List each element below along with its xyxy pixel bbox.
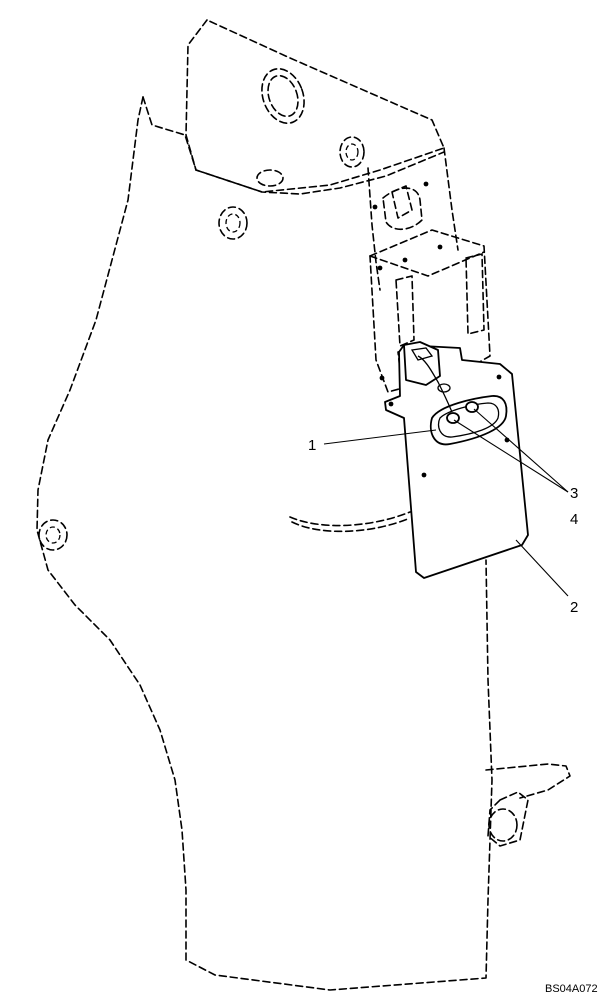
lower-latch-arm [485, 763, 571, 799]
hole-3 [377, 265, 383, 271]
leader-3-b [473, 408, 569, 493]
hole-1 [372, 204, 378, 210]
bracket-slot-left [395, 275, 415, 347]
panel-hole-large-inner [267, 74, 299, 118]
fastener-left [446, 412, 460, 424]
lanyard-ring [437, 383, 451, 393]
plate-hole-right [496, 374, 502, 380]
leader-3-a [453, 419, 569, 493]
cross-member-lower [291, 517, 411, 533]
upper-panel-fold [195, 151, 445, 195]
upper-rear-panel [185, 19, 445, 193]
leader-1 [323, 429, 437, 445]
phantom-structure [36, 19, 571, 991]
lower-latch-body [487, 791, 529, 847]
panel-hole-large [261, 68, 305, 124]
callout-3: 3 [570, 485, 578, 502]
plate-hole-low [421, 472, 427, 478]
hole-5 [437, 244, 443, 250]
grommet-upper-right-inner [345, 143, 359, 161]
lanyard-chain [417, 355, 453, 413]
callout-2: 2 [570, 599, 578, 616]
leader-lines [323, 408, 569, 597]
callouts: 1 3 4 2 [308, 437, 578, 616]
column-slot-main [382, 187, 423, 231]
hole-6 [379, 375, 385, 381]
item-1-handle [410, 347, 508, 446]
column-slot-upper [391, 185, 413, 219]
plate-hole-left [388, 401, 394, 407]
grommet-lower-left-inner [45, 526, 61, 544]
hole-4 [402, 257, 408, 263]
cross-member [289, 511, 411, 527]
grommet-upper-right [339, 136, 365, 168]
grommet-left [218, 206, 248, 240]
grommet-upper-mid [256, 169, 284, 187]
leader-2 [515, 539, 569, 597]
lower-latch-knob [488, 808, 518, 842]
callout-1: 1 [308, 437, 316, 454]
side-panel-outline [36, 96, 493, 991]
lanyard-clip [410, 347, 434, 361]
callout-4: 4 [570, 511, 578, 528]
hole-2 [423, 181, 429, 187]
item-2-plate [384, 341, 529, 579]
grommet-lower-left [38, 519, 68, 551]
grommet-left-inner [225, 213, 241, 233]
bracket-slot-right [465, 253, 485, 335]
side-panel-top-edge [142, 96, 197, 171]
drawing-code: BS04A072 [545, 983, 598, 995]
